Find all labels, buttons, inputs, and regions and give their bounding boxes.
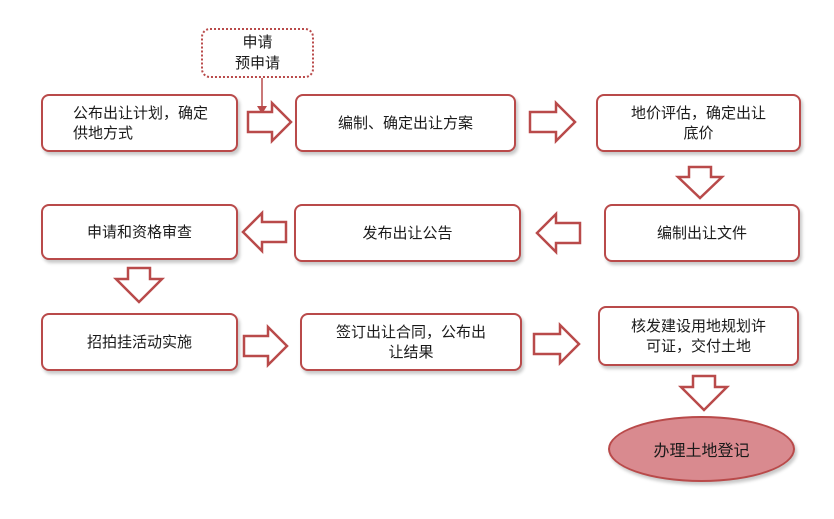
arrow-down-1 [674, 165, 726, 200]
arrow-down-2 [112, 266, 166, 304]
step-prepare-plan: 编制、确定出让方案 [295, 94, 516, 152]
pre-application-box: 申请 预申请 [201, 28, 314, 78]
step-publish-announcement: 发布出让公告 [294, 204, 521, 262]
pre-application-connector-head [257, 106, 267, 114]
step-land-valuation: 地价评估，确定出让 底价 [596, 94, 801, 152]
arrow-left-2 [241, 209, 288, 255]
pre-application-label: 申请 预申请 [234, 33, 280, 72]
step-qualification-review: 申请和资格审查 [41, 204, 238, 260]
step-prepare-documents: 编制出让文件 [604, 204, 800, 262]
final-land-registration: 办理土地登记 [608, 416, 795, 482]
step-land-valuation-label: 地价评估，确定出让 底价 [630, 104, 766, 142]
arrow-right-4 [532, 321, 581, 367]
step-auction-implementation: 招拍挂活动实施 [41, 313, 238, 371]
arrow-right-1 [246, 99, 293, 145]
step-publish-announcement-label: 发布出让公告 [362, 224, 453, 242]
arrow-down-3 [677, 374, 731, 412]
step-prepare-documents-label: 编制出让文件 [656, 224, 747, 242]
arrow-right-2 [528, 99, 577, 145]
final-land-registration-label: 办理土地登记 [653, 441, 750, 460]
step-qualification-review-label: 申请和资格审查 [86, 223, 192, 241]
step-publish-plan: 公布出让计划，确定 供地方式 [41, 94, 238, 152]
step-publish-plan-label: 公布出让计划，确定 供地方式 [73, 104, 209, 142]
step-sign-contract-label: 签订出让合同，公布出 让结果 [335, 323, 486, 361]
step-issue-permit-label: 核发建设用地规划许 可证，交付土地 [630, 317, 766, 355]
arrow-left-1 [535, 210, 582, 256]
arrow-right-3 [242, 323, 289, 369]
step-auction-implementation-label: 招拍挂活动实施 [86, 333, 192, 351]
step-issue-permit: 核发建设用地规划许 可证，交付土地 [598, 306, 799, 366]
step-sign-contract: 签订出让合同，公布出 让结果 [300, 313, 522, 371]
step-prepare-plan-label: 编制、确定出让方案 [337, 114, 473, 132]
